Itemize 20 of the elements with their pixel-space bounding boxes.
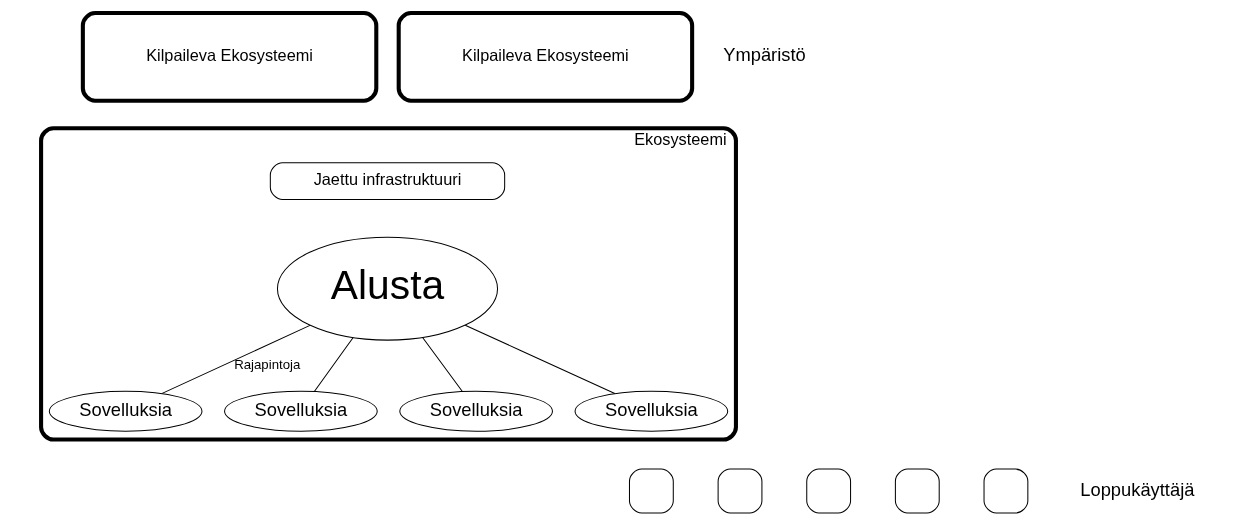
connector [161,324,311,394]
connector [314,336,354,392]
node-box [806,468,852,513]
node-box: Kilpaileva Ekosysteemi [396,10,695,103]
node-ellipse: Alusta [276,236,499,341]
node-ellipse: Sovelluksia [48,390,203,432]
node-box: Kilpaileva Ekosysteemi [80,10,379,103]
node-ellipse: Sovelluksia [399,390,553,432]
node-ellipse: Sovelluksia [224,390,378,432]
node-ellipse: Sovelluksia [574,390,729,432]
connector [422,336,463,392]
connector [464,324,616,394]
label: Ympäristö [723,43,806,65]
node-box [628,468,674,513]
node-box [717,468,763,513]
node-box [894,468,940,513]
node-box: Jaettu infrastruktuuri [269,161,506,200]
edge-label: Rajapintoja [234,356,301,372]
node-box [983,468,1029,513]
label: Loppukäyttäjä [1080,478,1195,499]
